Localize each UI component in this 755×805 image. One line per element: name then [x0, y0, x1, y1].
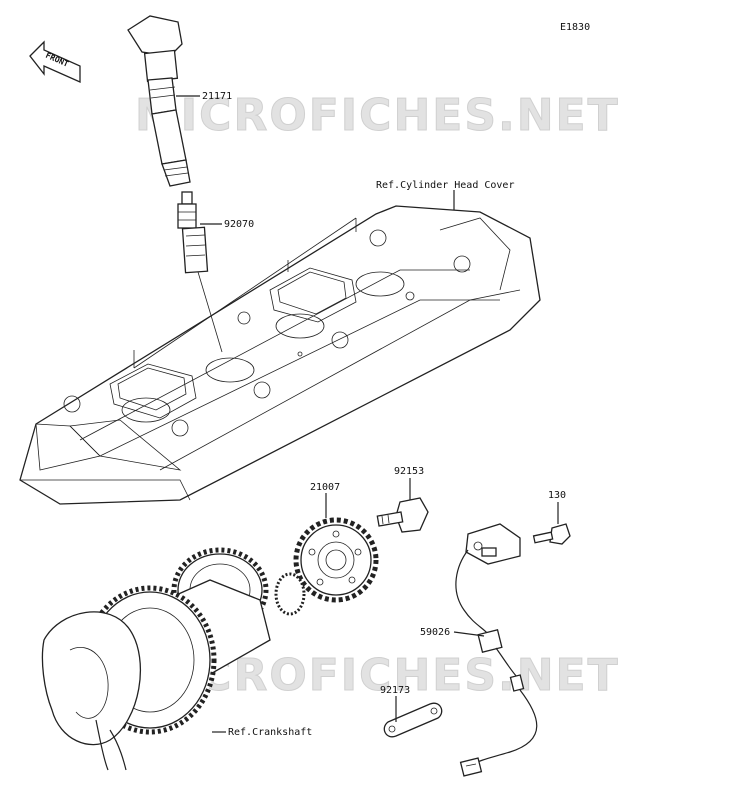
- part-number-92173[interactable]: 92173: [380, 685, 410, 696]
- assembly-guide-lines: [133, 217, 357, 369]
- watermark-top: MICROFICHES.NET: [135, 90, 620, 141]
- crank-sensor-part[interactable]: [455, 523, 538, 777]
- spark-plug-part[interactable]: [177, 191, 209, 274]
- part-number-59026[interactable]: 59026: [420, 627, 450, 638]
- ref-cylinder-head-cover[interactable]: Ref.Cylinder Head Cover: [376, 180, 514, 191]
- part-number-21171[interactable]: 21171: [202, 91, 232, 102]
- bolt-92153-part[interactable]: [376, 497, 429, 533]
- ignition-coil-part[interactable]: [127, 15, 191, 187]
- part-number-21007[interactable]: 21007: [310, 482, 340, 493]
- part-number-92153[interactable]: 92153: [394, 466, 424, 477]
- bolt-130-part[interactable]: [532, 523, 571, 545]
- ref-crankshaft[interactable]: Ref.Crankshaft: [228, 727, 312, 738]
- leader-59026: [453, 631, 485, 637]
- plate-92173-part[interactable]: [383, 702, 443, 738]
- cylinder-head-cover: [19, 205, 541, 505]
- part-number-92070[interactable]: 92070: [224, 219, 254, 230]
- part-number-130[interactable]: 130: [548, 490, 566, 501]
- timing-rotor-part[interactable]: [293, 517, 379, 603]
- front-arrow-icon: FRONT: [29, 40, 81, 84]
- crankshaft-assembly: [41, 547, 306, 771]
- diagram-code: E1830: [560, 22, 590, 33]
